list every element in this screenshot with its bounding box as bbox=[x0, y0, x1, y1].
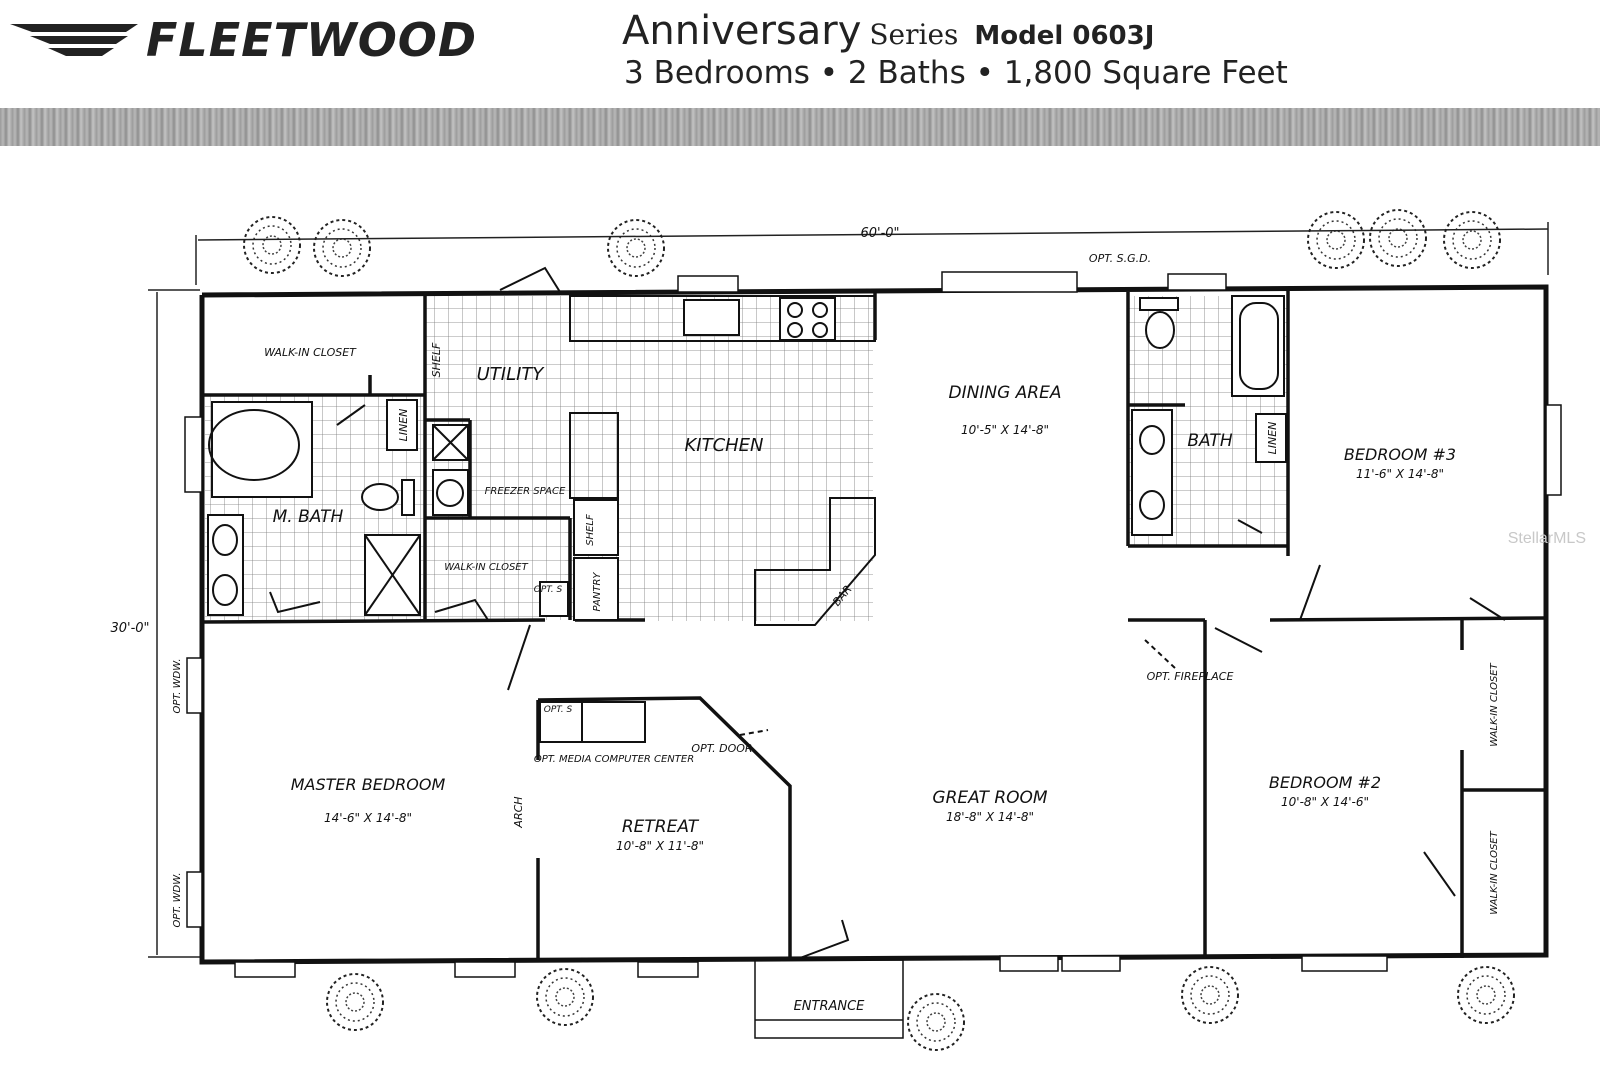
shrub-icon bbox=[1307, 211, 1365, 269]
shelf-label: SHELF bbox=[430, 342, 443, 377]
entrance-label: ENTRANCE bbox=[794, 999, 866, 1014]
watermark: StellarMLS bbox=[1507, 530, 1586, 547]
depth-dimension-label: 30'-0" bbox=[110, 621, 149, 636]
shrub-icon bbox=[1457, 966, 1515, 1024]
fleetwood-logo: FLEETWOOD bbox=[10, 10, 477, 70]
walk-in-closet-label: WALK-IN CLOSET bbox=[264, 346, 357, 359]
retreat-dims: 10'-8" X 11'-8" bbox=[616, 839, 704, 853]
opt-fireplace-label: OPT. FIREPLACE bbox=[1147, 670, 1234, 683]
master-bedroom-label: MASTER BEDROOM bbox=[291, 775, 446, 794]
shrub-icon bbox=[326, 973, 384, 1031]
windows bbox=[184, 271, 1562, 1039]
series-name: Anniversary bbox=[622, 8, 862, 54]
shrub-icon bbox=[607, 219, 665, 277]
fixtures bbox=[207, 295, 1287, 743]
arch-label: ARCH bbox=[512, 796, 525, 828]
shrub-icon bbox=[907, 993, 965, 1051]
great-room-label: GREAT ROOM bbox=[932, 788, 1047, 808]
shrub-icon bbox=[1443, 211, 1501, 269]
walk-in-closet-label: WALK-IN CLOSET bbox=[1489, 662, 1500, 746]
m-bath-label: M. BATH bbox=[273, 507, 344, 527]
pantry-label: PANTRY bbox=[592, 572, 603, 612]
series-word: Series bbox=[869, 18, 959, 51]
fleetwood-emblem-icon bbox=[10, 24, 138, 56]
opt-s-label: OPT. S bbox=[544, 705, 573, 715]
opt-wdw-label: OPT. WDW. bbox=[172, 658, 183, 713]
bedroom-2-dims: 10'-8" X 14'-6" bbox=[1281, 795, 1369, 809]
utility-label: UTILITY bbox=[477, 364, 546, 385]
depth-dimension bbox=[148, 289, 200, 958]
shrub-icon bbox=[536, 968, 594, 1026]
freezer-space-label: FREEZER SPACE bbox=[485, 486, 566, 497]
kitchen-label: KITCHEN bbox=[684, 435, 763, 456]
dining-area-label: DINING AREA bbox=[949, 383, 1062, 403]
linen-label: LINEN bbox=[397, 409, 410, 442]
floor-plan: 60'-0" 30'-0" bbox=[110, 209, 1562, 1051]
model-number: Model 0603J bbox=[974, 21, 1155, 51]
master-bedroom-dims: 14'-6" X 14'-8" bbox=[324, 811, 412, 825]
great-room-dims: 18'-8" X 14'-8" bbox=[946, 810, 1034, 824]
opt-wdw-label: OPT. WDW. bbox=[172, 872, 183, 927]
retreat-label: RETREAT bbox=[622, 817, 700, 837]
bedroom-3-dims: 11'-6" X 14'-8" bbox=[1356, 467, 1444, 481]
width-dimension-label: 60'-0" bbox=[860, 226, 899, 241]
home-specs: 3 Bedrooms • 2 Baths • 1,800 Square Feet bbox=[624, 55, 1288, 91]
linen-label: LINEN bbox=[1266, 422, 1279, 455]
shrub-icon bbox=[1369, 209, 1427, 267]
shrub-icon bbox=[243, 216, 301, 274]
opt-s-label: OPT. S bbox=[534, 585, 563, 595]
width-dimension bbox=[195, 222, 1549, 285]
brand-name: FLEETWOOD bbox=[146, 13, 478, 67]
bath-label: BATH bbox=[1187, 431, 1232, 451]
opt-sgd-label: OPT. S.G.D. bbox=[1089, 252, 1151, 265]
walk-in-closet-label: WALK-IN CLOSET bbox=[444, 562, 528, 573]
opt-door-label: OPT. DOOR bbox=[691, 742, 752, 755]
shrub-icon bbox=[313, 219, 371, 277]
dining-area-dims: 10'-5" X 14'-8" bbox=[961, 423, 1049, 437]
header-divider-band bbox=[0, 108, 1600, 146]
opt-media-label: OPT. MEDIA COMPUTER CENTER bbox=[534, 754, 694, 765]
door-swings bbox=[269, 266, 1506, 959]
walk-in-closet-label: WALK-IN CLOSET bbox=[1489, 830, 1500, 914]
exterior-walls bbox=[199, 284, 1549, 965]
shelf-label: SHELF bbox=[585, 514, 596, 546]
shrub-icon bbox=[1181, 966, 1239, 1024]
interior-walls bbox=[201, 290, 1547, 960]
room-labels: WALK-IN CLOSET LINEN M. BATH SHELF UTILI… bbox=[172, 252, 1500, 1014]
bedroom-3-label: BEDROOM #3 bbox=[1344, 445, 1456, 464]
bedroom-2-label: BEDROOM #2 bbox=[1269, 773, 1381, 792]
